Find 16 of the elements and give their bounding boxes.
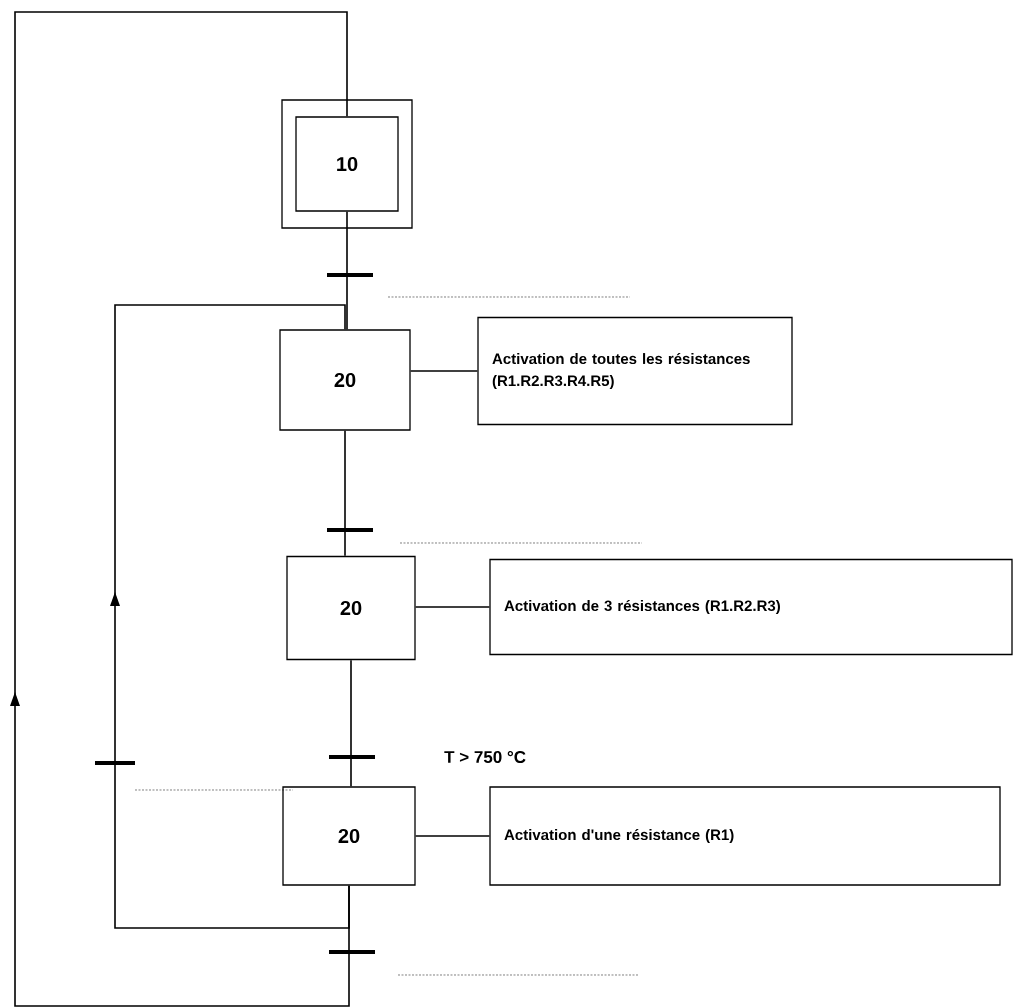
transition-condition: T > 750 °C [444, 751, 526, 763]
connector [350, 659, 352, 788]
connector [344, 429, 346, 557]
action-box: Activation de toutes les résistances (R1.R2.R3.R4.R5) [477, 316, 793, 426]
step-box: 20 [286, 555, 416, 661]
connector [414, 606, 491, 608]
connector [414, 835, 491, 837]
connector [346, 210, 348, 331]
action-box: Activation de 3 résistances (R1.R2.R3) [489, 558, 1013, 656]
step-box: 20 [282, 786, 416, 886]
connector [409, 370, 479, 372]
connector [110, 304, 350, 929]
action-box: Activation d'une résistance (R1) [489, 786, 1001, 886]
connector [10, 11, 350, 1007]
step-box: 20 [279, 329, 411, 431]
initial-step-box: 10 [281, 99, 413, 229]
